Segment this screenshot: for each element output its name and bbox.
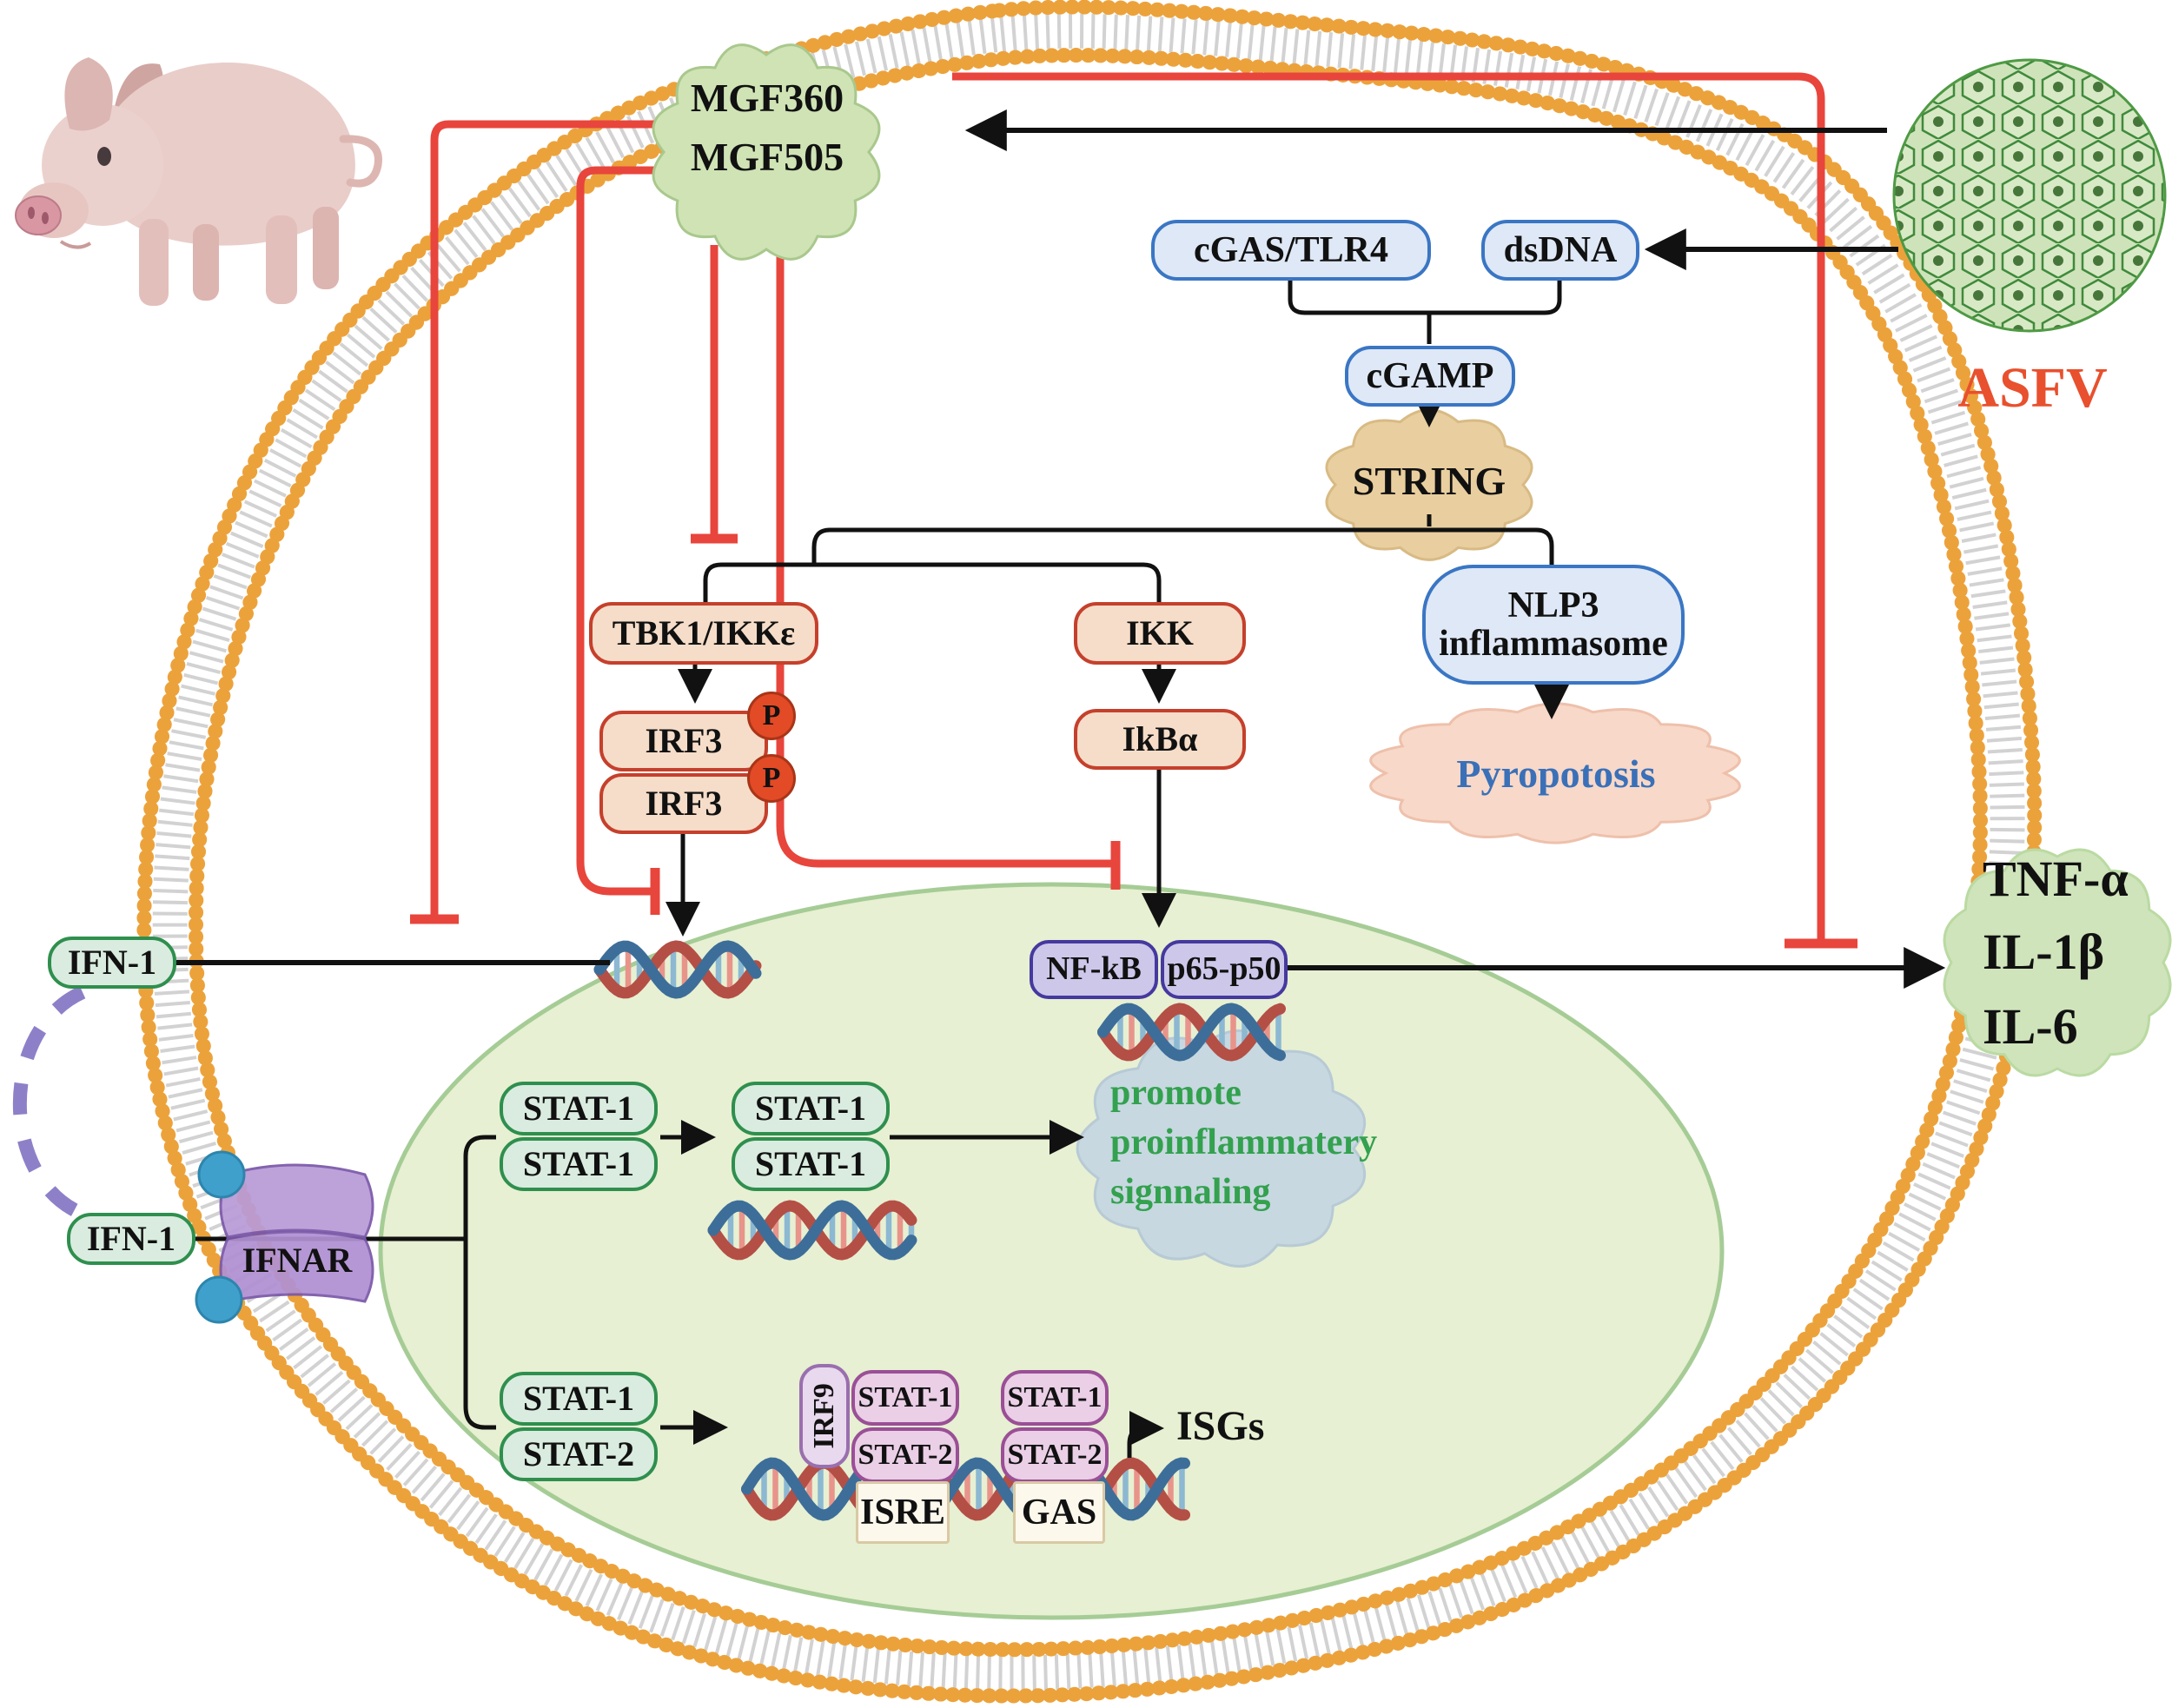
node-irf3-1: IRF3 bbox=[599, 711, 768, 771]
node-tbk1-ikke: TBK1/IKKε bbox=[589, 602, 818, 665]
node-stat1-low: STAT-1 bbox=[500, 1372, 658, 1426]
inhibition-ikba-line bbox=[776, 240, 1112, 868]
node-ifn1-top: IFN-1 bbox=[48, 937, 176, 989]
cytokine-blob bbox=[1943, 848, 2172, 1077]
node-stat1-a1: STAT-1 bbox=[500, 1082, 658, 1135]
node-ikba: IkBα bbox=[1074, 709, 1246, 770]
node-nfkb: NF-kB bbox=[1030, 940, 1158, 999]
proinflammatory-note: promote proinflammatery signnaling bbox=[1110, 1069, 1380, 1221]
activation-arrows bbox=[175, 109, 1946, 1458]
nlp3-line1: NLP3 bbox=[1507, 585, 1599, 626]
pig-tail bbox=[339, 135, 382, 188]
pyroptosis-label: Pyropotosis bbox=[1456, 751, 1656, 796]
node-stat1-a2: STAT-1 bbox=[500, 1137, 658, 1191]
connector-dsdna bbox=[1429, 280, 1562, 315]
node-irf9: IRF9 bbox=[799, 1364, 850, 1468]
arrow-transcription-isgs bbox=[1127, 1411, 1164, 1458]
node-nlp3-inflammasome: NLP3 inflammasome bbox=[1422, 565, 1685, 685]
node-cgas-tlr4: cGAS/TLR4 bbox=[1151, 220, 1431, 281]
node-dsdna: dsDNA bbox=[1481, 220, 1639, 281]
cytokine-il6: IL-6 bbox=[1983, 997, 2078, 1055]
note-line3: signnaling bbox=[1110, 1172, 1271, 1212]
connector-ifnar-up bbox=[463, 1135, 496, 1239]
pig-eye bbox=[97, 147, 111, 166]
node-stat2-isre: STAT-2 bbox=[851, 1427, 959, 1483]
asfv-label: ASFV bbox=[1957, 356, 2108, 420]
connector-left-drop bbox=[811, 527, 831, 565]
ifnar-label: IFNAR bbox=[242, 1241, 353, 1280]
ifnar-ligand-dot-bottom bbox=[195, 1275, 243, 1324]
cell-membrane bbox=[136, 0, 2043, 1704]
node-stat1-b2: STAT-1 bbox=[732, 1137, 890, 1191]
dna-helix-ifn-gene bbox=[593, 940, 762, 999]
pig-ear bbox=[64, 57, 113, 131]
asfv-virion bbox=[1892, 58, 2167, 333]
node-cgamp: cGAMP bbox=[1345, 346, 1515, 407]
cytokine-tnf: TNF-α bbox=[1983, 850, 2129, 907]
inhibition-irf3-entry-line bbox=[576, 166, 671, 896]
connector-tbk1-ikk bbox=[703, 562, 1162, 602]
ifnar-receptor bbox=[195, 1150, 374, 1324]
ifnar-ligand-dot-top bbox=[197, 1150, 246, 1199]
pig-snout bbox=[15, 195, 62, 235]
irf9-label: IRF9 bbox=[808, 1383, 841, 1449]
node-stat1-gas: STAT-1 bbox=[1001, 1370, 1109, 1426]
inhibition-cytokine-line bbox=[952, 72, 1825, 940]
note-line1: promote bbox=[1110, 1073, 1242, 1113]
node-stat2-low: STAT-2 bbox=[500, 1427, 658, 1481]
nlp3-line2: inflammasome bbox=[1439, 624, 1668, 664]
isgs-label: ISGs bbox=[1176, 1402, 1265, 1449]
node-stat1-isre: STAT-1 bbox=[851, 1370, 959, 1426]
node-ikk: IKK bbox=[1074, 602, 1246, 665]
ifnar-upper-domain bbox=[219, 1163, 374, 1239]
connector-cgas bbox=[1288, 280, 1429, 315]
dna-helix-nfkb-gene bbox=[1097, 1003, 1286, 1062]
mgf505-label: MGF505 bbox=[690, 134, 844, 179]
node-gas: GAS bbox=[1013, 1481, 1105, 1544]
node-p65-p50: p65-p50 bbox=[1161, 940, 1288, 999]
sting-protein-blob bbox=[1325, 408, 1533, 561]
connector-ifnar-down bbox=[463, 1239, 496, 1430]
phospho-badge-2: P bbox=[747, 754, 796, 803]
node-stat2-gas: STAT-2 bbox=[1001, 1427, 1109, 1483]
node-sting: STRING bbox=[1352, 458, 1506, 503]
node-ifn1-bottom: IFN-1 bbox=[67, 1213, 195, 1265]
cytokine-il1b: IL-1β bbox=[1983, 923, 2105, 980]
phospho-badge-1: P bbox=[747, 692, 796, 740]
note-line2: proinflammatery bbox=[1110, 1122, 1378, 1162]
inhibition-ifn1-line bbox=[430, 120, 669, 916]
mgf360-label: MGF360 bbox=[690, 75, 844, 120]
mgf-protein-blob bbox=[652, 43, 881, 261]
ifn1-feedback-dashed-arc bbox=[12, 985, 86, 1218]
node-irf3-2: IRF3 bbox=[599, 773, 768, 834]
pyroptosis-blob bbox=[1369, 702, 1741, 844]
arrow-sting-to-nlp3-pyro bbox=[1534, 527, 1569, 719]
node-stat1-b1: STAT-1 bbox=[732, 1082, 890, 1135]
dna-helix-stat-gene bbox=[707, 1200, 917, 1261]
node-isre: ISRE bbox=[856, 1481, 950, 1544]
inhibition-lines bbox=[410, 72, 1857, 949]
pig-illustration bbox=[15, 57, 382, 306]
